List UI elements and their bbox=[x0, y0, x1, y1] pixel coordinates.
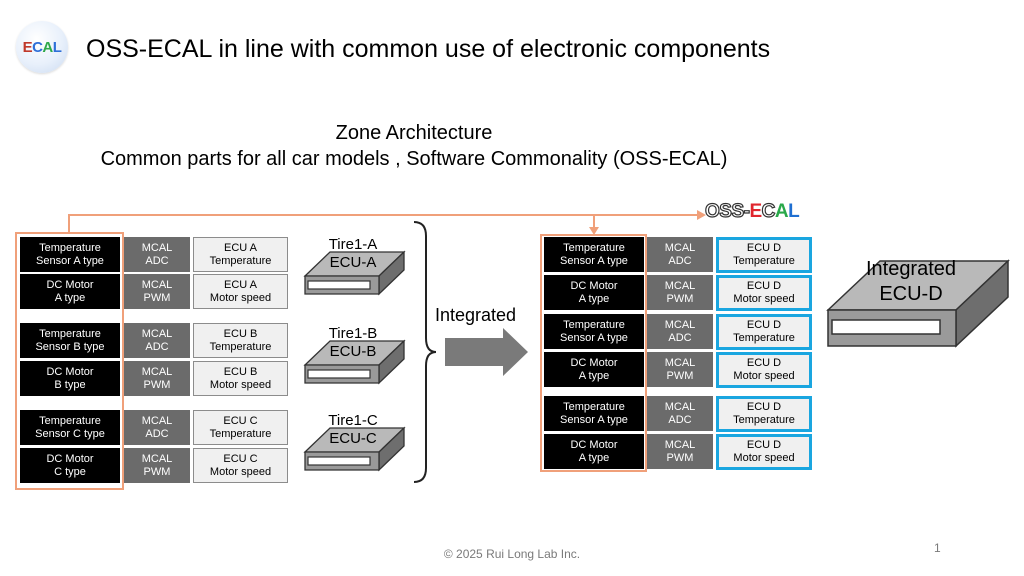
oss-ecal-logo: OSS-ECAL bbox=[704, 200, 800, 224]
left-mcal-cell: MCAL ADC bbox=[124, 410, 190, 445]
logo-letter-e: E bbox=[22, 38, 33, 56]
copyright-footer: © 2025 Rui Long Lab Inc. bbox=[443, 547, 581, 561]
tier1-ecu-label: Tire1-A ECU-A bbox=[328, 236, 378, 271]
left-mcal-cell: MCAL PWM bbox=[124, 361, 190, 396]
heading-line-1: Zone Architecture bbox=[335, 122, 493, 144]
right-component-cell: DC Motor A type bbox=[544, 352, 644, 387]
integrate-arrow bbox=[445, 328, 528, 376]
left-components-frame bbox=[15, 232, 124, 490]
left-component-cell: Temperature Sensor C type bbox=[20, 410, 120, 445]
right-ecu-cell: ECU D Temperature bbox=[716, 237, 812, 273]
right-ecu-cell: ECU D Motor speed bbox=[716, 352, 812, 388]
right-component-cell: DC Motor A type bbox=[544, 434, 644, 469]
left-mcal-cell: MCAL PWM bbox=[124, 274, 190, 309]
tier1-ecu-box-icon bbox=[303, 250, 406, 296]
ecu-d-box-icon bbox=[826, 259, 1010, 348]
right-mcal-cell: MCAL ADC bbox=[647, 237, 713, 272]
left-component-cell: DC Motor A type bbox=[20, 274, 120, 309]
oss-letter-a: A bbox=[774, 201, 789, 222]
oss-letter-c: C bbox=[761, 200, 776, 222]
right-mcal-cell: MCAL ADC bbox=[647, 396, 713, 431]
left-component-cell: Temperature Sensor A type bbox=[20, 237, 120, 272]
right-brace bbox=[413, 221, 437, 483]
left-component-cell: DC Motor B type bbox=[20, 361, 120, 396]
page-number: 1 bbox=[934, 541, 941, 555]
right-components-frame bbox=[540, 234, 647, 472]
logo-letter-c: C bbox=[32, 38, 43, 56]
integrated-ecu-label-overlay: Integrated ECU-D bbox=[865, 258, 957, 305]
right-mcal-cell: MCAL PWM bbox=[647, 352, 713, 387]
right-mcal-cell: MCAL PWM bbox=[647, 275, 713, 310]
integrated-label: Integrated bbox=[435, 305, 517, 325]
left-component-cell: DC Motor C type bbox=[20, 448, 120, 483]
tier1-ecu-box-icon bbox=[303, 339, 406, 385]
right-component-cell: Temperature Sensor A type bbox=[544, 396, 644, 431]
orange-arrowhead-down bbox=[589, 227, 599, 235]
right-ecu-cell: ECU D Temperature bbox=[716, 314, 812, 350]
tier1-ecu-label: Tire1-B ECU-B bbox=[328, 325, 378, 360]
oss-prefix: OSS- bbox=[704, 200, 750, 222]
heading-line-2: Common parts for all car models , Softwa… bbox=[100, 148, 728, 170]
right-component-cell: Temperature Sensor A type bbox=[544, 314, 644, 349]
oss-letter-l: L bbox=[788, 201, 800, 222]
right-mcal-cell: MCAL ADC bbox=[647, 314, 713, 349]
right-mcal-cell: MCAL PWM bbox=[647, 434, 713, 469]
logo-letter-l: L bbox=[52, 38, 62, 56]
oss-letter-e: E bbox=[749, 201, 762, 222]
tier1-ecu-box-icon bbox=[303, 426, 406, 472]
page-title: OSS-ECAL in line with common use of elec… bbox=[86, 35, 771, 63]
left-ecu-cell: ECU C Motor speed bbox=[193, 448, 288, 483]
right-ecu-cell: ECU D Motor speed bbox=[716, 275, 812, 311]
left-component-cell: Temperature Sensor B type bbox=[20, 323, 120, 358]
left-mcal-cell: MCAL ADC bbox=[124, 237, 190, 272]
left-ecu-cell: ECU B Temperature bbox=[193, 323, 288, 358]
right-ecu-cell: ECU D Motor speed bbox=[716, 434, 812, 470]
right-component-cell: DC Motor A type bbox=[544, 275, 644, 310]
left-mcal-cell: MCAL PWM bbox=[124, 448, 190, 483]
right-component-cell: Temperature Sensor A type bbox=[544, 237, 644, 272]
orange-arrowhead-right bbox=[697, 210, 706, 220]
right-ecu-cell: ECU D Temperature bbox=[716, 396, 812, 432]
left-mcal-cell: MCAL ADC bbox=[124, 323, 190, 358]
left-ecu-cell: ECU A Temperature bbox=[193, 237, 288, 272]
left-ecu-cell: ECU B Motor speed bbox=[193, 361, 288, 396]
left-ecu-cell: ECU A Motor speed bbox=[193, 274, 288, 309]
orange-link-line bbox=[68, 214, 697, 232]
tier1-ecu-label: Tire1-C ECU-C bbox=[328, 412, 378, 447]
logo-letter-a: A bbox=[42, 38, 53, 56]
left-ecu-cell: ECU C Temperature bbox=[193, 410, 288, 445]
